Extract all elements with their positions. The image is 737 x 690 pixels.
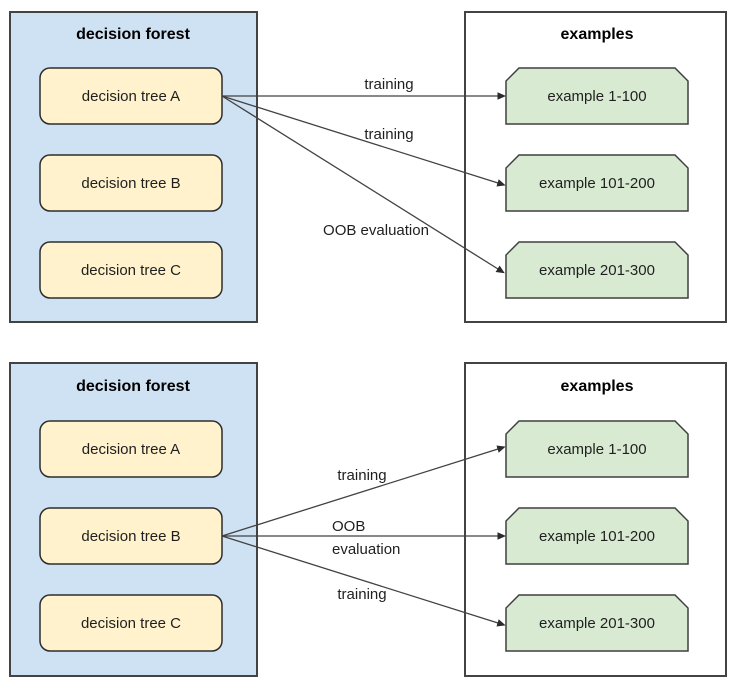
arrow-label-oob-line1: OOB — [332, 518, 365, 535]
node-decision-tree-c-label: decision tree C — [81, 615, 181, 632]
node-example-101-200 — [505, 507, 689, 565]
node-example-1-100 — [505, 67, 689, 125]
node-example-201-300-label: example 201-300 — [539, 262, 655, 279]
panel-bottom: decision forest decision tree A decision… — [9, 362, 727, 677]
node-decision-tree-a-label: decision tree A — [82, 441, 180, 458]
node-example-1-100-label: example 1-100 — [547, 88, 646, 105]
decision-forest-title: decision forest — [76, 378, 190, 395]
arrow-label-training-1: training — [337, 467, 386, 484]
node-example-101-200-label: example 101-200 — [539, 175, 655, 192]
examples-title: examples — [561, 26, 634, 43]
arrow-training-a-to-101-200 — [221, 95, 506, 187]
arrow-label-training-2: training — [337, 586, 386, 603]
arrow-label-oob-evaluation: OOB evaluation — [323, 222, 429, 239]
node-decision-tree-c-label: decision tree C — [81, 262, 181, 279]
decision-forest-title: decision forest — [76, 26, 190, 43]
node-decision-tree-b-label: decision tree B — [81, 528, 180, 545]
arrow-label-training-1: training — [364, 76, 413, 93]
node-example-101-200-label: example 101-200 — [539, 528, 655, 545]
node-example-201-300-label: example 201-300 — [539, 615, 655, 632]
arrow-oob-a-to-201-300 — [221, 95, 505, 274]
panel-top: decision forest decision tree A decision… — [9, 11, 727, 323]
node-example-201-300 — [505, 594, 689, 652]
node-decision-tree-a-label: decision tree A — [82, 88, 180, 105]
node-example-201-300 — [505, 241, 689, 299]
arrow-label-oob-line2: evaluation — [332, 541, 400, 558]
examples-title: examples — [561, 378, 634, 395]
arrow-label-training-2: training — [364, 126, 413, 143]
arrow-training-b-to-1-100 — [221, 445, 506, 537]
node-example-1-100 — [505, 420, 689, 478]
node-example-101-200 — [505, 154, 689, 212]
node-decision-tree-c — [39, 594, 223, 652]
arrow-training-b-to-201-300 — [221, 535, 506, 627]
node-example-1-100-label: example 1-100 — [547, 441, 646, 458]
node-decision-tree-a — [39, 420, 223, 478]
node-decision-tree-c — [39, 241, 223, 299]
node-decision-tree-b — [39, 154, 223, 212]
node-decision-tree-b-label: decision tree B — [81, 175, 180, 192]
